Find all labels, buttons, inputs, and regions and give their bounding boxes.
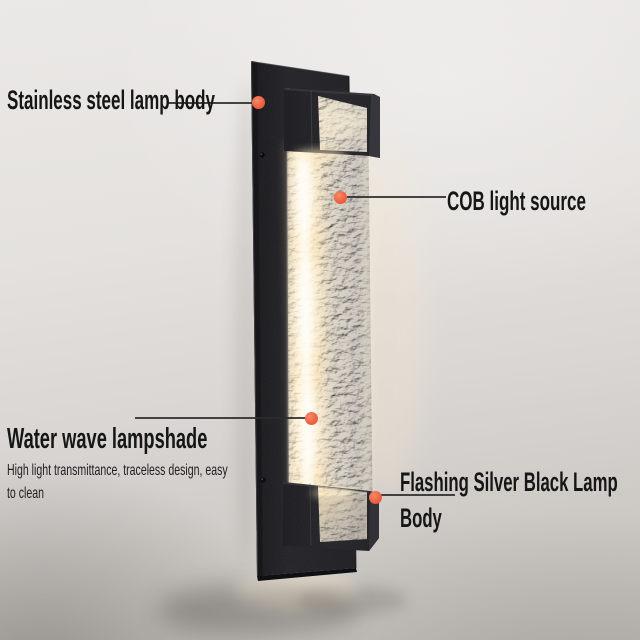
- annotation-description-text: High light transmittance, traceless desi…: [7, 459, 228, 505]
- annotation-description-line-2: to clean: [7, 485, 44, 502]
- lamp-assembly: [251, 60, 380, 581]
- glass-left-edge-light: [286, 149, 292, 545]
- top-cap-side-face: [369, 93, 380, 158]
- bottom-cap-window-glow: [311, 487, 355, 499]
- led-hotspot-lower: [302, 388, 318, 468]
- backplate-left-side-face: [251, 61, 263, 576]
- backplate-left-rim-light: [251, 60, 258, 577]
- annotation-label-water-wave-lampshade: Water wave lampshade: [7, 423, 325, 456]
- leader-line-water-wave: [135, 417, 306, 419]
- annotation-label-text: Stainless steel lamp body: [7, 85, 215, 115]
- top-cap-under-glow: [294, 149, 346, 161]
- bottom-cap-corner-highlight: [309, 483, 312, 546]
- leader-line-stainless-steel: [168, 102, 253, 104]
- annotation-label-line-2: Body: [400, 503, 442, 533]
- annotation-label-cob-light-source: COB light source: [447, 186, 640, 217]
- backplate-top-edge-highlight: [251, 61, 350, 77]
- annotation-description-line-1: High light transmittance, traceless desi…: [7, 462, 228, 479]
- callout-dot-water-wave: [305, 412, 318, 425]
- annotation-label-text: COB light source: [447, 186, 586, 216]
- top-cap-corner-highlight: [310, 89, 313, 152]
- bottom-cap-frame: [283, 482, 379, 551]
- led-hotspot-middle: [299, 258, 315, 358]
- annotation-label-stainless-steel-lamp-body: Stainless steel lamp body: [7, 85, 337, 116]
- callout-dot-stainless-steel: [252, 96, 265, 109]
- lamp-side-shadow: [233, 80, 259, 560]
- callout-dot-cob: [334, 191, 347, 204]
- bottom-cap-side-face: [369, 491, 379, 551]
- backplate-bottom-face: [257, 568, 357, 581]
- leader-line-cob: [347, 196, 446, 198]
- top-cap-frame: [284, 88, 380, 158]
- glass-right-edge-highlight: [361, 99, 373, 540]
- top-window-glow: [314, 102, 366, 142]
- annotation-label-text: Water wave lampshade: [7, 423, 208, 455]
- annotation-label-line-1: Flashing Silver Black Lamp: [400, 467, 618, 497]
- leader-line-flashing-silver: [381, 494, 455, 496]
- annotation-description-water-wave-lampshade: High light transmittance, traceless desi…: [7, 459, 341, 505]
- callout-dot-flashing-silver: [369, 491, 382, 504]
- led-hotspot-upper: [297, 157, 313, 233]
- lamp-cast-shadow-right: [297, 585, 407, 615]
- annotation-label-text: Flashing Silver Black Lamp Body: [400, 464, 618, 536]
- mounting-screw-top: [259, 152, 265, 158]
- top-cap-top-face: [284, 88, 374, 96]
- mounting-screw-bottom-highlight: [261, 478, 264, 481]
- mounting-screw-top-highlight: [260, 153, 263, 156]
- annotation-label-flashing-silver-black-lamp-body: Flashing Silver Black Lamp Body: [400, 464, 640, 536]
